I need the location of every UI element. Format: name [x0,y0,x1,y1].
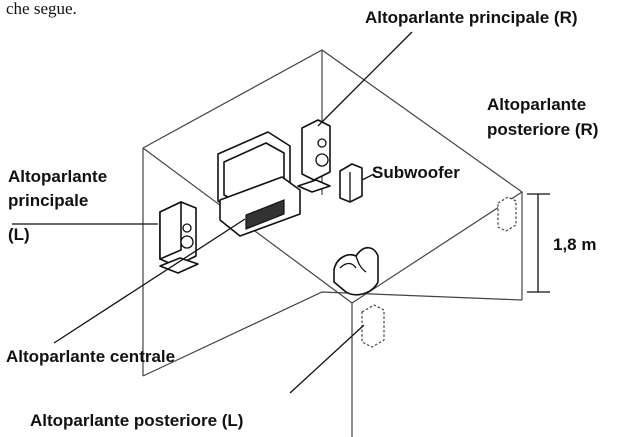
rear-right-speaker-label-line2: posteriore (R) [487,120,598,139]
listening-chair-icon [333,246,379,296]
room-outline [142,49,524,437]
front-left-speaker-label-line3: (L) [8,225,30,244]
rear-right-speaker-icon [497,196,517,232]
rear-left-speaker-label: Altoparlante posteriore (L) [30,411,243,430]
rear-left-speaker-icon [361,304,385,348]
front-right-speaker-label: Altoparlante principale (R) [365,8,578,27]
subwoofer-label: Subwoofer [372,163,460,182]
height-label: 1,8 m [553,235,596,254]
intro-text-fragment: che segue. [6,0,77,18]
front-right-speaker-icon [297,119,331,193]
front-left-speaker-label-line1: Altoparlante [8,167,107,186]
rear-right-speaker-label-line1: Altoparlante [487,95,586,114]
center-speaker-label: Altoparlante centrale [6,347,175,366]
front-left-speaker-label-line2: principale [8,191,88,210]
tv-icon [217,131,301,237]
height-dimension [527,193,550,293]
leader-lines [12,31,413,394]
front-left-speaker-icon [159,201,199,274]
subwoofer-icon [339,163,363,203]
